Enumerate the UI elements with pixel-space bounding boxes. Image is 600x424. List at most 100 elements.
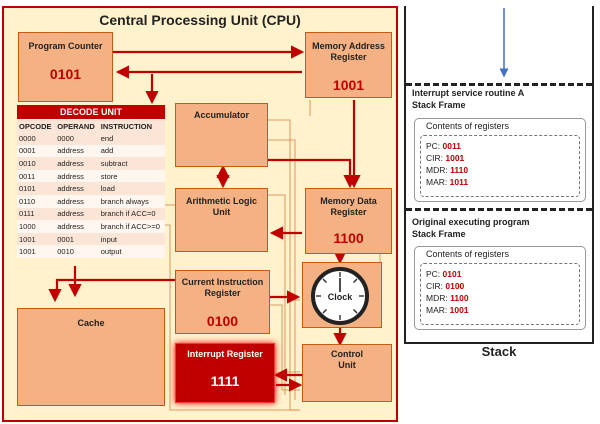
isr-registers-inner: [420, 135, 580, 197]
isr-pc-line: PC: 0011: [426, 141, 461, 151]
opcode-cell: 1000: [17, 220, 56, 233]
instruction-cell: output: [98, 245, 165, 258]
register-name: MDR:: [426, 165, 448, 175]
instruction-cell: subtract: [98, 157, 165, 170]
operand-cell: address: [55, 220, 99, 233]
isr-frame-title-line2: Stack Frame: [412, 100, 466, 110]
stack-frame-divider: [406, 208, 592, 211]
interrupt-register-label: Interrupt Register: [187, 349, 263, 359]
isr-registers-box: [414, 118, 586, 202]
mar-label-line2: Register: [330, 52, 367, 62]
register-value: 1100: [450, 293, 469, 303]
program-counter-label: Program Counter: [28, 41, 103, 51]
control-unit-box: [302, 344, 392, 402]
decode-header-operand: OPERAND: [55, 120, 99, 132]
operand-cell: address: [55, 194, 99, 208]
cpu-title: Central Processing Unit (CPU): [99, 12, 301, 28]
opcode-cell: 1001: [17, 232, 56, 246]
cache-label: Cache: [77, 318, 105, 328]
register-value: 1011: [449, 177, 469, 187]
register-name: CIR:: [426, 153, 443, 163]
opcode-cell: 0101: [17, 182, 56, 195]
register-name: MDR:: [426, 293, 448, 303]
mdr-value: 1100: [333, 230, 364, 246]
memory-address-register-box: [305, 32, 392, 98]
control-unit-label-line1: Control: [331, 349, 363, 359]
instruction-cell: branch always: [98, 194, 165, 208]
register-name: MAR:: [426, 177, 448, 187]
operand-cell: address: [55, 157, 99, 170]
original-frame-title-line2: Stack Frame: [412, 229, 466, 239]
mar-value: 1001: [332, 77, 365, 93]
decode-unit-title: DECODE UNIT: [17, 105, 165, 119]
opcode-cell: 0010: [17, 157, 56, 170]
program-counter-box: [18, 32, 113, 102]
interrupt-register-box: [175, 343, 275, 403]
opcode-cell: 0000: [17, 132, 56, 145]
stack-container: [404, 6, 594, 344]
alu-label-line1: Arithmetic Logic: [185, 196, 257, 206]
memory-data-register-box: [305, 188, 392, 254]
register-name: PC:: [426, 269, 441, 279]
opcode-cell: 0111: [17, 207, 56, 221]
operand-cell: address: [55, 144, 99, 158]
register-value: 1110: [450, 165, 469, 175]
operand-cell: address: [55, 182, 99, 195]
decode-header-instruction: INSTRUCTION: [98, 120, 165, 132]
cir-label-line2: Register: [204, 288, 241, 298]
operand-cell: 0001: [55, 232, 99, 246]
decode-header-opcode: OPCODE: [17, 120, 56, 132]
original-registers-label: Contents of registers: [426, 249, 510, 259]
register-value: 0011: [442, 141, 461, 151]
instruction-cell: store: [98, 169, 165, 183]
opcode-cell: 0001: [17, 144, 56, 158]
register-name: CIR:: [426, 281, 443, 291]
mar-label-line1: Memory Address: [312, 41, 385, 51]
stack-frame-divider: [406, 83, 592, 86]
instruction-cell: input: [98, 232, 165, 246]
cir-value: 0100: [206, 313, 239, 329]
current-instruction-register-box: [175, 270, 270, 334]
mdr-label-line1: Memory Data: [320, 196, 377, 206]
cir-label-line1: Current Instruction: [181, 277, 264, 287]
clock-label: Clock: [322, 292, 358, 302]
opcode-cell: 1001: [17, 245, 56, 258]
isr-frame-title-line1: Interrupt service routine A: [412, 88, 525, 98]
instruction-cell: end: [98, 132, 165, 145]
alu-box: [175, 188, 268, 252]
original-registers-inner: [420, 263, 580, 325]
accumulator-box: [175, 103, 268, 167]
mdr-label-line2: Register: [330, 207, 367, 217]
interrupt-register-value: 1111: [210, 373, 240, 389]
register-value: 1001: [445, 153, 465, 163]
original-registers-box: [414, 246, 586, 330]
original-frame-title-line1: Original executing program: [412, 217, 530, 227]
operand-cell: 0000: [55, 132, 99, 145]
register-name: MAR:: [426, 305, 448, 315]
register-value: 0101: [442, 269, 462, 279]
operand-cell: 0010: [55, 245, 99, 258]
instruction-cell: load: [98, 182, 165, 195]
control-unit-label-line2: Unit: [338, 360, 356, 370]
isr-cir-line: CIR: 1001: [426, 153, 464, 163]
operand-cell: address: [55, 207, 99, 221]
isr-mar-line: MAR: 1011: [426, 177, 468, 187]
register-value: 0100: [445, 281, 465, 291]
original-mar-line: MAR: 1001: [426, 305, 469, 315]
original-mdr-line: MDR: 1100: [426, 293, 469, 303]
operand-cell: address: [55, 169, 99, 183]
isr-registers-label: Contents of registers: [426, 121, 510, 131]
instruction-cell: branch if ACC>=0: [98, 220, 165, 233]
register-value: 1001: [449, 305, 469, 315]
